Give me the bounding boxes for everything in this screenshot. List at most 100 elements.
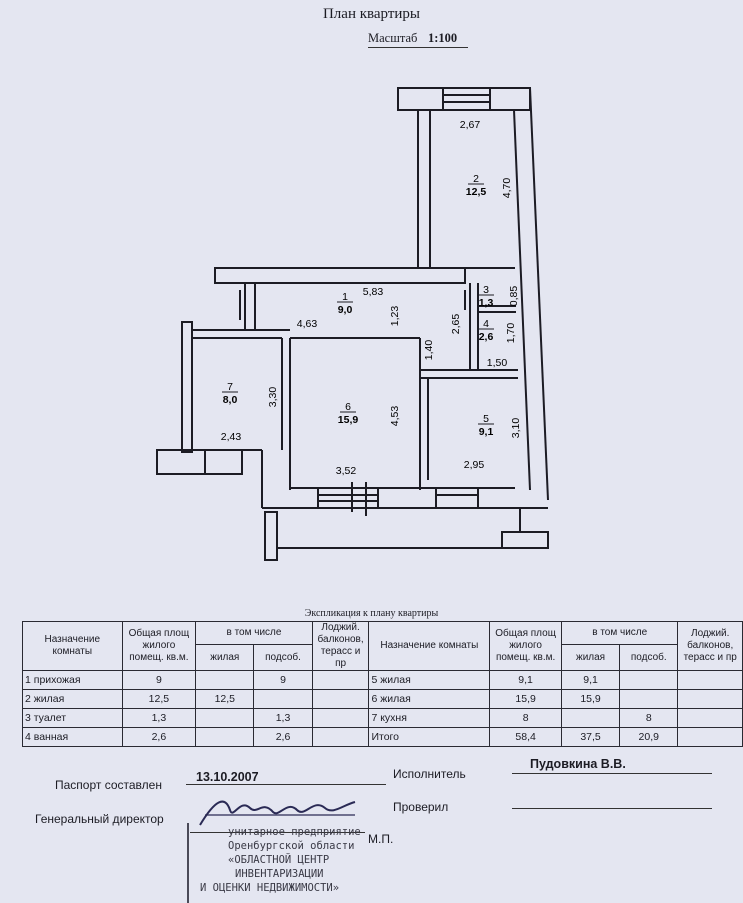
dimension-label: 5,83 — [363, 286, 384, 298]
cell-loggia — [311, 689, 370, 709]
room-area: 9,0 — [338, 304, 353, 316]
dimension-label: 0,85 — [508, 286, 520, 307]
wall-right-inner — [513, 109, 531, 491]
cell-loggia — [311, 708, 370, 728]
table-row: 4 ванная 2,6 2,6 Итого 58,4 37,5 20,9 — [22, 727, 743, 747]
room-area: 9,1 — [479, 426, 494, 438]
wall-hall-top — [214, 267, 466, 284]
executor-name: Пудовкина В.В. — [530, 757, 626, 771]
room-area: 2,6 — [479, 331, 494, 343]
cell-loggia — [677, 727, 743, 747]
cell-loggia — [677, 670, 743, 690]
cell-living: 12,5 — [195, 689, 255, 709]
passport-label: Паспорт составлен — [55, 778, 162, 792]
header-purpose: Назначение комнаты — [22, 621, 123, 671]
room-number: 6 — [345, 401, 351, 413]
cell-living — [195, 727, 255, 747]
cell-name: Итого — [368, 727, 491, 747]
header-loggias-right: Лоджий. балконов, терасс и пр — [677, 621, 743, 671]
cell-loggia — [677, 708, 743, 728]
cell-living: 9,1 — [560, 670, 621, 690]
cell-total: 8 — [489, 708, 562, 728]
cell-name: 7 кухня — [368, 708, 491, 728]
room-number: 1 — [342, 291, 348, 303]
wall-top-room2 — [397, 87, 531, 111]
room-area: 12,5 — [466, 186, 487, 198]
cell-total: 1,3 — [121, 708, 197, 728]
cell-name: 1 прихожая — [22, 670, 123, 690]
signature — [199, 800, 356, 826]
dimension-label: 2,43 — [221, 431, 242, 443]
header-including: в том числе — [195, 620, 313, 646]
stamp-line: унитарное предприятие — [228, 826, 361, 838]
cell-aux: 1,3 — [253, 708, 313, 728]
wall-room7-left — [181, 321, 193, 453]
cell-living: 15,9 — [560, 689, 621, 709]
cell-aux: 9 — [253, 670, 313, 690]
header-loggias: Лоджий. балконов, терасс и пр — [311, 621, 370, 671]
cell-aux — [253, 689, 313, 709]
cell-name: 5 жилая — [368, 670, 491, 690]
stamp-line: «ОБЛАСТНОЙ ЦЕНТР — [228, 854, 330, 866]
cell-loggia — [311, 727, 370, 747]
dimension-label: 1,50 — [487, 357, 508, 369]
cell-aux — [619, 670, 679, 690]
director-label: Генеральный директор — [35, 812, 164, 826]
dimension-label: 3,52 — [336, 465, 357, 477]
explication-title: Экспликация к плану квартиры — [304, 608, 439, 619]
room-area: 15,9 — [338, 414, 359, 426]
room-number: 7 — [227, 381, 233, 393]
dimension-label: 2,65 — [450, 314, 462, 335]
cell-living — [195, 670, 255, 690]
checked-label: Проверил — [393, 800, 449, 814]
checked-underline — [512, 808, 712, 809]
cell-aux: 20,9 — [619, 727, 679, 747]
stamp-mp: М.П. — [368, 832, 394, 846]
scale-label: Масштаб — [368, 31, 418, 45]
cell-living: 37,5 — [560, 727, 621, 747]
cell-total: 12,5 — [121, 689, 197, 709]
room-number: 2 — [473, 173, 479, 185]
cell-total: 9 — [121, 670, 197, 690]
header-aux-right: подсоб. — [619, 644, 679, 671]
header-living: жилая — [195, 644, 255, 671]
table-row: 1 прихожая 9 9 5 жилая 9,1 9,1 — [22, 670, 743, 690]
wall-lower-left — [264, 511, 278, 561]
dimension-label: 4,53 — [389, 406, 401, 427]
stamp-line: ИНВЕНТАРИЗАЦИИ — [235, 868, 324, 880]
table-row: 2 жилая 12,5 12,5 6 жилая 15,9 15,9 — [22, 689, 743, 709]
executor-underline — [512, 773, 712, 774]
scale-value: 1:100 — [428, 31, 458, 45]
dimension-labels: 2,6 7 4,70 5,83 1,23 0,85 4,63 2,65 1,70 1,40 1,50… — [221, 119, 522, 477]
room-number: 5 — [483, 413, 489, 425]
plan-walls — [156, 87, 549, 561]
wall-kitchen-balcony — [156, 449, 243, 475]
explication-table: Назначение комнаты Общая площ жилого пом… — [22, 620, 743, 747]
stamp-line: Оренбургской области — [228, 840, 355, 852]
header-aux: подсоб. — [253, 644, 313, 671]
cell-total: 9,1 — [489, 670, 562, 690]
cell-loggia — [311, 670, 370, 690]
dimension-label: 4,63 — [297, 318, 318, 330]
table-row: 3 туалет 1,3 1,3 7 кухня 8 8 — [22, 708, 743, 728]
cell-aux: 8 — [619, 708, 679, 728]
dimension-label: 1,70 — [505, 323, 517, 344]
cell-name: 4 ванная — [22, 727, 123, 747]
dimension-label: 1,23 — [389, 306, 401, 327]
cell-total: 15,9 — [489, 689, 562, 709]
header-living-right: жилая — [560, 644, 621, 671]
dimension-label: 4,70 — [501, 178, 513, 199]
director-underline — [190, 832, 365, 833]
cell-aux — [619, 689, 679, 709]
stamp-line: И ОЦЕНКИ НЕДВИЖИМОСТИ» — [200, 882, 340, 894]
passport-date: 13.10.2007 — [196, 770, 259, 784]
header-including-right: в том числе — [560, 620, 679, 646]
header-total: Общая площ жилого помещ. кв.м. — [121, 621, 197, 671]
room-area: 8,0 — [223, 394, 238, 406]
dimension-label: 1,40 — [423, 340, 435, 361]
cell-total: 58,4 — [489, 727, 562, 747]
header-total-right: Общая площ жилого помещ. кв.м. — [489, 621, 562, 671]
cell-loggia — [677, 689, 743, 709]
